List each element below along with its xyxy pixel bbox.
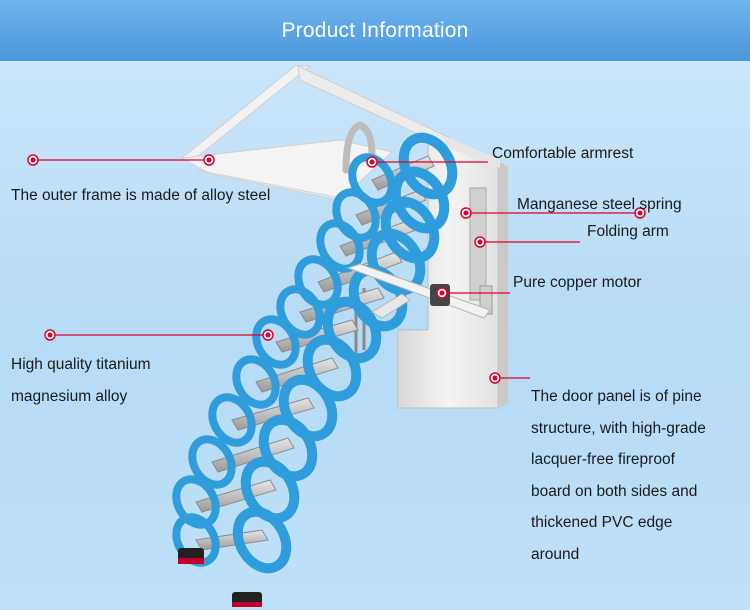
label-door-panel-line-6: around: [531, 545, 580, 563]
ladder-feet: [178, 548, 262, 607]
label-door-panel-line-5: thickened PVC edge: [531, 514, 673, 531]
label-door-panel: The door panel is of pine structure, wit…: [531, 381, 706, 570]
ladder-link-left: [208, 393, 256, 447]
callout-dot-core: [30, 157, 36, 163]
label-alloy: High quality titanium magnesium alloy: [11, 349, 151, 412]
label-door-panel-line-3: lacquer-free fireproof: [531, 451, 675, 468]
outer-frame: [180, 65, 500, 201]
callouts: [27, 154, 646, 384]
label-folding-arm: Folding arm: [587, 223, 669, 240]
callout-dot-core: [206, 157, 212, 163]
label-door-panel-line-4: board on both sides and: [531, 482, 698, 500]
callout-dot-core: [47, 332, 53, 338]
ladder-link-right: [380, 196, 440, 264]
label-door-panel-line-1: The door panel is of pine: [531, 388, 702, 405]
label-armrest: Comfortable armrest: [492, 145, 634, 162]
label-alloy-line-2: magnesium alloy: [11, 387, 128, 405]
ladder-step: [195, 529, 269, 551]
label-outer-frame: The outer frame is made of alloy steel: [11, 187, 271, 204]
folding-ladder: [172, 132, 458, 574]
label-alloy-line-1: High quality titanium: [11, 356, 151, 373]
callout-dot-core: [265, 332, 271, 338]
label-door-panel-line-2: structure, with high-grade: [531, 419, 706, 437]
callout-dot-core: [492, 375, 498, 381]
ladder-link-right: [240, 456, 300, 524]
label-motor: Pure copper motor: [513, 274, 642, 291]
armrest-rail: [342, 121, 376, 174]
ladder-link-left: [188, 435, 236, 489]
ladder-link-left: [232, 355, 280, 409]
header-banner: Product Information: [0, 0, 750, 61]
ladder-link-right: [232, 506, 292, 574]
callout-dot-core: [369, 159, 375, 165]
label-spring: Manganese steel spring: [517, 196, 682, 213]
ladder-link-left: [252, 315, 300, 369]
callout-dot-core: [463, 210, 469, 216]
callout-dot-core: [439, 290, 445, 296]
callout-dot-core: [637, 210, 643, 216]
page-title: Product Information: [281, 18, 469, 42]
callout-dot-core: [477, 239, 483, 245]
